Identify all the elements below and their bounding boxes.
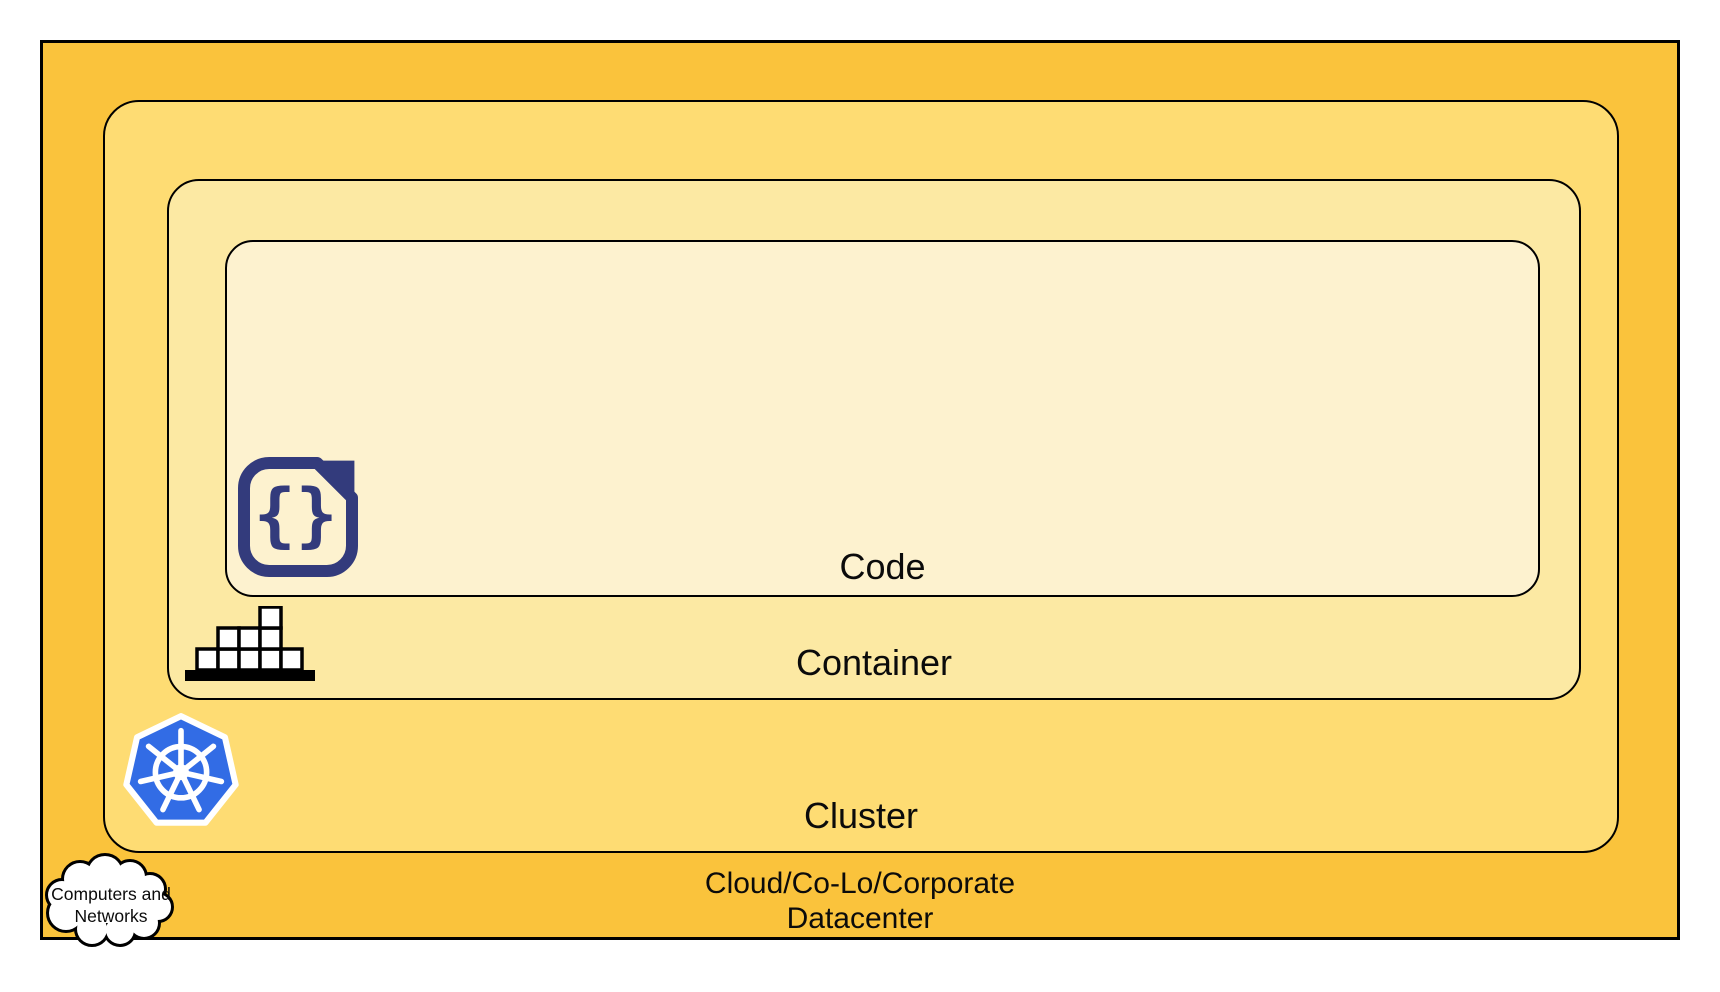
cluster-label: Cluster — [803, 795, 919, 837]
layer-code: {} Code — [225, 240, 1540, 597]
container-label: Container — [795, 642, 953, 684]
cloud-label-line2: Networks — [75, 906, 148, 926]
code-file-icon: {} — [238, 457, 358, 577]
cloud-icon: Computers and Networks — [45, 853, 174, 947]
datacenter-label-line1: Cloud/Co-Lo/Corporate — [704, 867, 1016, 900]
container-blocks-icon — [185, 606, 315, 681]
code-file-fold-corner — [314, 460, 355, 501]
cloud-body — [48, 856, 171, 944]
layer-datacenter: {} Code — [40, 40, 1680, 940]
datacenter-label: Cloud/Co-Lo/Corporate Datacenter — [43, 866, 1677, 936]
code-label: Code — [839, 546, 926, 588]
kubernetes-helm-icon — [123, 713, 239, 826]
layer-container: {} Code — [167, 179, 1581, 700]
container-base-bar — [185, 670, 315, 681]
container-blocks — [195, 606, 304, 672]
layer-cluster: {} Code — [103, 100, 1619, 853]
helm-hub — [173, 764, 189, 781]
datacenter-label-line2: Datacenter — [786, 902, 934, 935]
cloud-label-line1: Computers and — [51, 884, 171, 904]
code-braces-glyph: {} — [254, 475, 338, 556]
code-file-outline — [238, 457, 358, 577]
